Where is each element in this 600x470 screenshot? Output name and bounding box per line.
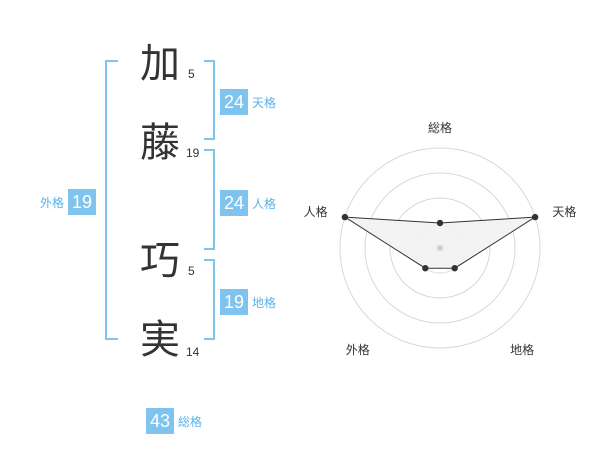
gaikaku-value: 19	[68, 189, 97, 215]
jinkaku-badge: 24 人格	[220, 190, 276, 216]
soukaku-value: 43	[146, 408, 174, 434]
tenkaku-bracket	[204, 60, 215, 140]
stroke-count-2: 19	[186, 146, 200, 160]
radar-ring-2	[389, 197, 491, 299]
stroke-count-1: 5	[188, 67, 195, 81]
name-char-1: 加	[140, 41, 180, 87]
radar-ring-4	[339, 147, 541, 349]
jinkaku-value: 24	[220, 190, 248, 216]
chikaku-badge: 19 地格	[220, 289, 276, 315]
radar-center-dot	[437, 245, 443, 251]
name-char-2: 藤	[140, 120, 180, 166]
chikaku-bracket	[204, 259, 215, 340]
name-char-4: 実	[140, 317, 180, 363]
tenkaku-value: 24	[220, 89, 248, 115]
radar-point-1	[436, 219, 444, 227]
gaikaku-label: 外格	[40, 195, 65, 210]
radar-point-3	[451, 265, 458, 272]
radar-point-4	[422, 265, 429, 272]
jinkaku-label: 人格	[252, 196, 277, 211]
stroke-count-4: 14	[186, 345, 200, 359]
name-char-3: 巧	[140, 238, 180, 284]
soukaku-badge: 43 総格	[146, 408, 202, 434]
radar-axis-label-3: 地格	[510, 342, 534, 357]
soukaku-label: 総格	[178, 414, 203, 429]
radar-axis-label-5: 人格	[304, 204, 328, 219]
radar-point-5	[341, 213, 349, 221]
chikaku-value: 19	[220, 289, 248, 315]
radar-ring-3	[364, 172, 516, 324]
radar-axis-label-2: 天格	[552, 204, 576, 219]
gaikaku-badge: 外格 19	[40, 189, 97, 215]
chikaku-label: 地格	[252, 295, 277, 310]
radar-point-2	[531, 213, 539, 221]
radar-axis-label-1: 総格	[428, 120, 452, 135]
gaikaku-bracket	[105, 60, 118, 340]
tenkaku-badge: 24 天格	[220, 89, 276, 115]
radar-axis-label-4: 外格	[346, 342, 370, 357]
stroke-count-3: 5	[188, 264, 195, 278]
tenkaku-label: 天格	[252, 95, 277, 110]
jinkaku-bracket	[204, 149, 215, 250]
radar-series-area	[344, 216, 536, 269]
